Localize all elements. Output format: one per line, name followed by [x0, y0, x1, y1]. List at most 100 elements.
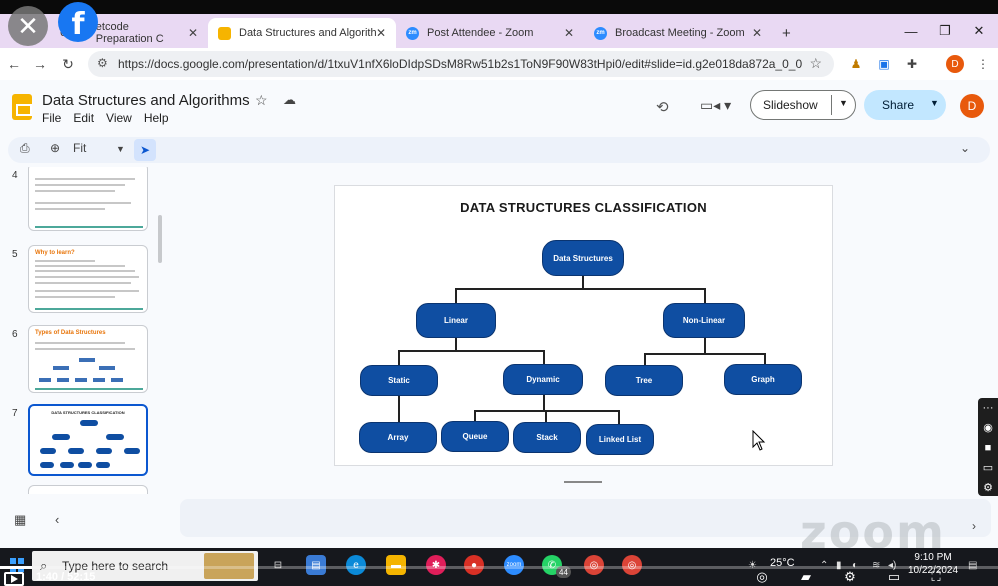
facebook-icon[interactable]: f — [58, 2, 98, 42]
speaker-notes[interactable] — [180, 499, 991, 537]
weather-temperature[interactable]: 25°C — [770, 557, 795, 569]
task-view-icon[interactable]: ⊟ — [273, 559, 283, 571]
zoom-app-icon[interactable]: zoom — [504, 555, 524, 575]
slide-thumbnail-6[interactable]: Types of Data Structures — [28, 325, 148, 393]
back-icon[interactable]: ← — [7, 56, 21, 72]
reload-icon[interactable]: ↻ — [62, 55, 74, 72]
slide-thumbnail-7[interactable]: DATA STRUCTURES CLASSIFICATION — [28, 404, 148, 476]
close-window-icon[interactable]: ✕ — [973, 23, 985, 38]
node-dynamic[interactable]: Dynamic — [503, 364, 583, 395]
slack-icon[interactable]: ✱ — [426, 555, 446, 575]
slide-canvas[interactable]: DATA STRUCTURES CLASSIFICATION Data Stru… — [334, 185, 833, 466]
grid-view-icon[interactable]: ▦ — [14, 512, 27, 527]
slides-logo-icon[interactable] — [12, 94, 32, 120]
volume-icon[interactable]: ◂) — [888, 560, 897, 571]
tab-broadcast[interactable]: zm Broadcast Meeting - Zoom ✕ — [584, 18, 772, 48]
camera-icon[interactable]: ◉ — [983, 422, 993, 434]
site-info-icon[interactable]: ⚙ — [97, 56, 108, 70]
node-non-linear[interactable]: Non-Linear — [663, 303, 745, 338]
video-progress-bar[interactable] — [0, 566, 998, 586]
video-settings-icon[interactable]: ⚙ — [844, 569, 856, 584]
settings-icon[interactable]: ⚙ — [983, 482, 993, 494]
close-tab-icon[interactable]: ✕ — [187, 26, 198, 40]
taskbar-search[interactable]: ⌕ Type here to search — [32, 551, 258, 581]
meet-camera-icon[interactable]: ▭◂ ▾ — [700, 97, 732, 113]
node-linked-list[interactable]: Linked List — [586, 424, 654, 455]
star-icon[interactable]: ☆ — [255, 92, 268, 108]
notes-resize-handle[interactable] — [564, 481, 602, 483]
node-array[interactable]: Array — [359, 422, 437, 453]
minimize-icon[interactable]: — — [904, 23, 918, 39]
connector — [545, 410, 547, 424]
weather-icon[interactable]: ☀ — [748, 560, 757, 571]
node-static[interactable]: Static — [360, 365, 438, 396]
slideshow-button[interactable]: Slideshow ▼ — [750, 90, 856, 120]
cloud-status-icon[interactable]: ☁ — [283, 92, 296, 107]
node-queue[interactable]: Queue — [441, 421, 509, 452]
edge-icon[interactable]: e — [346, 555, 366, 575]
close-tab-icon[interactable]: ✕ — [563, 26, 574, 40]
profile-avatar[interactable]: D — [946, 55, 964, 73]
document-title[interactable]: Data Structures and Algorithms — [42, 92, 250, 109]
menu-file[interactable]: File — [42, 111, 62, 125]
history-icon[interactable]: ⟲ — [656, 99, 669, 116]
node-tree[interactable]: Tree — [605, 365, 683, 396]
url-bar[interactable]: ⚙ https://docs.google.com/presentation/d… — [88, 51, 834, 77]
slide-thumbnail-4[interactable] — [28, 167, 148, 231]
speed-icon[interactable]: ◎ — [756, 569, 768, 584]
tab-slides[interactable]: Data Structures and Algorithms ✕ — [208, 18, 396, 48]
clapper-icon[interactable]: ▰ — [801, 569, 811, 584]
menu-view[interactable]: View — [106, 111, 132, 125]
share-dropdown-icon[interactable]: ▼ — [930, 98, 939, 108]
store-icon[interactable]: ▤ — [306, 555, 326, 575]
extension-icon[interactable]: ♟ — [850, 57, 862, 71]
fullscreen-icon[interactable]: ⛶ — [931, 569, 941, 584]
slide-thumbnail-5[interactable]: Why to learn? — [28, 245, 148, 313]
forward-icon[interactable]: → — [33, 56, 47, 72]
menu-help[interactable]: Help — [143, 111, 169, 125]
node-graph[interactable]: Graph — [724, 364, 802, 395]
taskbar-clock[interactable]: 9:10 PM 10/22/2024 — [908, 551, 958, 577]
tray-expand-icon[interactable]: ⌃ — [820, 560, 829, 571]
file-explorer-icon[interactable]: ▬ — [386, 555, 406, 575]
slide-thumbnail-8[interactable] — [28, 485, 148, 494]
close-tab-icon[interactable]: ✕ — [375, 26, 386, 40]
browser-menu-icon[interactable]: ⋮ — [977, 57, 989, 71]
notifications-icon[interactable]: ▤ — [968, 560, 978, 571]
menu-edit[interactable]: Edit — [73, 111, 95, 125]
extensions-puzzle-icon[interactable]: ✚ — [906, 57, 918, 71]
zoom-icon[interactable]: ⊕ — [50, 141, 61, 155]
collapse-filmstrip-icon[interactable]: ‹ — [55, 512, 60, 527]
miniplayer-icon[interactable]: ▭ — [887, 569, 901, 584]
play-icon[interactable] — [4, 572, 24, 586]
close-tab-icon[interactable]: ✕ — [751, 26, 762, 40]
zoom-select[interactable]: Fit — [73, 141, 87, 155]
tab-post-attendee[interactable]: zm Post Attendee - Zoom ✕ — [396, 18, 584, 48]
notes-expand-icon[interactable]: › — [972, 519, 976, 533]
new-tab-button[interactable]: + — [782, 24, 791, 42]
microphone-icon[interactable]: ▮ — [836, 560, 842, 571]
user-avatar[interactable]: D — [960, 94, 984, 118]
collapse-toolbar-icon[interactable]: ⌄ — [960, 141, 971, 155]
extension-screen-icon[interactable]: ▣ — [878, 57, 890, 71]
chat-icon[interactable]: ▭ — [982, 462, 994, 474]
more-icon[interactable]: ··· — [982, 402, 994, 414]
video-icon[interactable]: ■ — [984, 442, 992, 454]
chrome-icon[interactable]: ◎ — [584, 555, 604, 575]
overlay-close-icon[interactable]: ✕ — [8, 6, 48, 46]
restore-icon[interactable]: ❐ — [939, 23, 951, 38]
bookmark-star-icon[interactable]: ☆ — [809, 55, 822, 71]
node-linear[interactable]: Linear — [416, 303, 496, 338]
node-stack[interactable]: Stack — [513, 422, 581, 453]
share-button[interactable]: Share ▼ — [864, 90, 946, 120]
wifi-icon[interactable]: ≋ — [872, 560, 881, 571]
slideshow-dropdown-icon[interactable]: ▼ — [839, 98, 848, 108]
node-data-structures[interactable]: Data Structures — [542, 240, 624, 276]
zoom-dropdown-icon[interactable]: ▼ — [116, 144, 125, 154]
print-icon[interactable]: ⎙ — [20, 141, 30, 155]
record-icon[interactable]: ● — [464, 555, 484, 575]
chrome-icon-2[interactable]: ◎ — [622, 555, 642, 575]
select-cursor-icon[interactable]: ➤ — [134, 139, 156, 161]
filmstrip-scrollbar[interactable] — [158, 215, 162, 263]
network-icon[interactable]: ◐ — [852, 560, 859, 571]
